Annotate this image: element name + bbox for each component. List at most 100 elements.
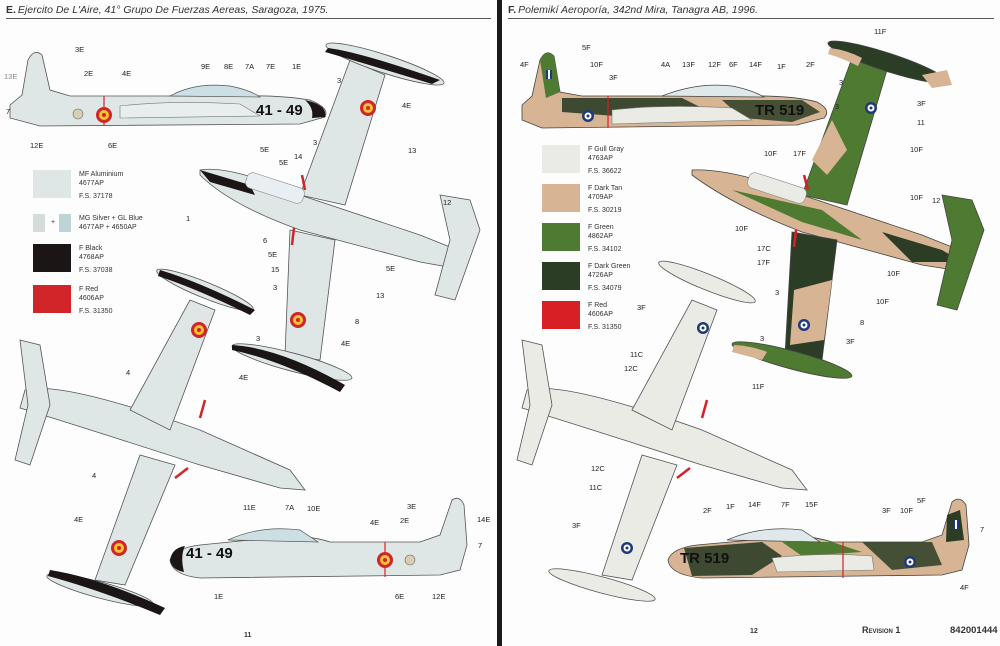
callout-label: 2F	[703, 506, 712, 515]
side-view-aircraft-bottom: TR 519	[667, 498, 970, 579]
callout-label: 4E	[370, 518, 380, 527]
fs-code: F.S. 37038	[79, 267, 113, 274]
callout-label: 3E	[75, 45, 85, 54]
fs-code: F.S. 30219	[588, 207, 622, 214]
callout-label: 8	[860, 318, 865, 327]
color-swatch-2	[59, 214, 71, 232]
callout-label: 14F	[749, 60, 762, 69]
fs-code: F.S. 37178	[79, 193, 113, 200]
callout-label: 13E	[4, 72, 18, 81]
callout-label: 3	[775, 288, 780, 297]
callout-label: 4E	[341, 339, 351, 348]
paint-name: F Dark Green	[588, 263, 631, 270]
callout-label: 7A	[245, 62, 255, 71]
paint-code: 4768AP	[79, 254, 104, 261]
callout-label: 3F	[882, 506, 891, 515]
callout-label: 9E	[201, 62, 211, 71]
fs-code: F.S. 31350	[588, 324, 622, 331]
callout-label: 4F	[960, 583, 969, 592]
callout-label: 3	[760, 334, 765, 343]
callout-label: 3F	[637, 303, 646, 312]
paint-code: 4606AP	[588, 311, 613, 318]
callout-label: 4E	[122, 69, 132, 78]
callout-label: 7A	[285, 503, 295, 512]
callout-label: 3	[256, 334, 261, 343]
callout-label: 13	[376, 291, 385, 300]
serial-tr519-top: TR 519	[755, 102, 804, 119]
color-swatch	[542, 262, 580, 290]
serial-tr519-bottom: TR 519	[680, 550, 729, 567]
page-gutter	[497, 0, 502, 646]
paint-name: F Black	[79, 245, 103, 252]
paint-code: 4677AP + 4650AP	[79, 224, 137, 231]
bottom-view-aircraft	[14, 268, 306, 615]
callout-label: 3	[839, 78, 844, 87]
callout-label: 14E	[477, 515, 491, 524]
bottom-view-aircraft	[516, 260, 808, 602]
fs-code: F.S. 34102	[588, 246, 622, 253]
callout-label: 10F	[900, 506, 913, 515]
callout-label: 3F	[917, 99, 926, 108]
callout-label: 11C	[589, 483, 603, 492]
callout-label: 10F	[590, 60, 603, 69]
callout-label: 11	[917, 118, 925, 127]
callout-label: 10F	[735, 224, 748, 233]
scheme-letter: F.	[508, 4, 517, 16]
callout-label: 12	[443, 198, 452, 207]
callout-label: 10F	[910, 193, 923, 202]
callout-label: 4	[126, 368, 131, 377]
callout-label: 5E	[279, 158, 289, 167]
spanish-aircraft-artwork: 41 - 49	[9, 42, 481, 615]
callout-label: 1	[186, 214, 191, 223]
top-view-aircraft	[199, 42, 481, 392]
callout-label: 8	[355, 317, 360, 326]
scheme-letter: E.	[6, 4, 16, 16]
callout-label: 1F	[726, 502, 735, 511]
color-swatch	[542, 184, 580, 212]
callout-label: 10F	[876, 297, 889, 306]
paint-code: 4606AP	[79, 295, 104, 302]
callout-label: 12C	[624, 364, 638, 373]
color-swatch	[542, 223, 580, 251]
callout-label: 17F	[793, 149, 806, 158]
serial-41-49-bottom: 41 - 49	[186, 545, 233, 562]
page-number: 11	[244, 632, 252, 639]
paint-code: 4709AP	[588, 194, 613, 201]
fs-code: F.S. 36622	[588, 168, 622, 175]
paint-name: MF Aluminium	[79, 171, 124, 178]
callout-label: 5E	[260, 145, 270, 154]
callout-label: 4E	[239, 373, 249, 382]
callout-label: 7	[980, 525, 985, 534]
callout-label: 7	[478, 541, 483, 550]
callout-label: 6E	[395, 592, 405, 601]
paint-name: F Dark Tan	[588, 185, 623, 192]
callout-label: 11E	[243, 503, 256, 512]
side-view-aircraft-top: TR 519	[521, 52, 828, 129]
callout-label: 5F	[917, 496, 926, 505]
callout-label: 4	[92, 471, 97, 480]
callout-label: 4E	[74, 515, 84, 524]
callout-label: 3F	[609, 73, 618, 82]
callout-label: 14	[294, 152, 303, 161]
callout-label: 1E	[292, 62, 302, 71]
callout-label: 6E	[108, 141, 118, 150]
callout-label: 17F	[757, 258, 770, 267]
callout-label: 17C	[757, 244, 771, 253]
document-code: 842001444	[950, 625, 998, 636]
color-swatch	[33, 244, 71, 272]
plus-sign: +	[51, 219, 56, 226]
color-swatch	[542, 145, 580, 173]
scheme-title: Polemikí Aeroporía, 342nd Mira, Tanagra …	[518, 4, 759, 16]
callout-label: 11F	[874, 27, 887, 36]
callout-label: 3	[273, 283, 278, 292]
callout-label: 1F	[777, 62, 786, 71]
callout-label: 11F	[752, 382, 765, 391]
callout-label: 13	[408, 146, 417, 155]
side-view-aircraft-top: 41 - 49	[9, 52, 327, 127]
callout-label: 13F	[682, 60, 695, 69]
fs-code: F.S. 31350	[79, 308, 113, 315]
scheme-title: Ejercito De L'Aire, 41° Grupo De Fuerzas…	[17, 4, 329, 16]
callout-label: 12C	[591, 464, 605, 473]
callout-label: 4A	[661, 60, 671, 69]
paint-name: F Red	[79, 286, 99, 293]
